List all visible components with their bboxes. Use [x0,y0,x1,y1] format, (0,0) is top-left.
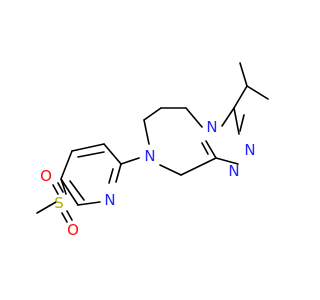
bond [239,62,248,87]
bond [143,119,150,145]
bond [115,163,122,183]
bond [77,201,101,206]
bond [221,107,235,127]
bond [57,182,64,193]
bond [159,164,182,176]
atom-symbol: N [144,147,155,165]
atom-o-sulfonyl-top: O [40,167,52,185]
atom-n-triazole-upper: N [244,141,255,159]
atom-n-triazole-bridge: N [206,118,217,136]
atom-symbol: N [206,118,217,136]
atom-s-sulfonyl: S [54,194,64,212]
bond [239,114,245,132]
bond [201,142,209,155]
molecule-canvas: N N N N N S O O [36,62,269,239]
atom-symbol: N [244,141,255,159]
bond [60,178,67,195]
bond [215,157,239,165]
bond [108,168,114,184]
atom-n-piperazine: N [144,147,155,165]
bond [180,157,217,176]
atom-o-sulfonyl-bottom: O [67,221,79,239]
bond [69,180,85,201]
bond [60,178,79,206]
bond [205,140,217,159]
bond [66,210,73,221]
bond [77,151,105,158]
bond [246,85,269,100]
atom-symbol: O [40,167,52,185]
atom-symbol: S [54,194,64,212]
bond [52,184,59,195]
atom-n-pyridine: N [104,191,115,209]
bonds [36,62,269,223]
bond [103,143,122,165]
bond [120,157,140,165]
bond [61,212,68,223]
bond [143,107,162,121]
atom-n-triazole-lower: N [228,162,239,180]
atom-symbol: N [228,162,239,180]
bond [36,201,57,214]
bond [71,143,105,152]
bond [185,107,203,128]
bond [60,150,73,180]
bond [233,107,240,135]
bond [233,85,248,109]
atom-symbol: N [104,191,115,209]
molecule-structure: N N N N N S O O [36,62,269,239]
atom-labels: N N N N N S O O [40,118,256,239]
atom-symbol: O [67,221,79,239]
